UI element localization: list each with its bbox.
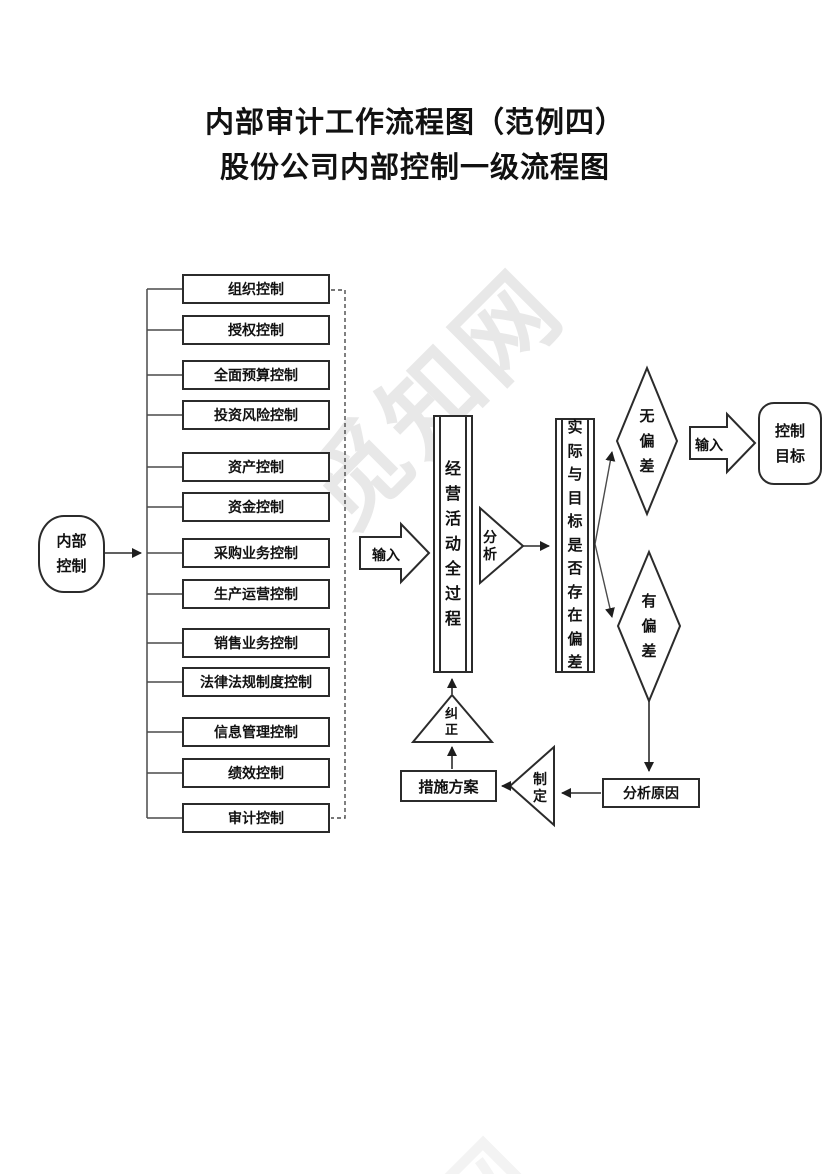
node-information-management-control: 信息管理控制: [182, 717, 330, 747]
node-production-operation-control: 生产运营控制: [182, 579, 330, 609]
node-legal-regulation-control: 法律法规制度控制: [182, 667, 330, 697]
node-sales-control: 销售业务控制: [182, 628, 330, 658]
node-performance-control: 绩效控制: [182, 758, 330, 788]
node-internal-control-label: 内部控制: [56, 533, 87, 575]
node-analyze-reason: 分析原因: [602, 778, 700, 808]
node-procurement-control: 采购业务控制: [182, 538, 330, 568]
node-asset-control: 资产控制: [182, 452, 330, 482]
node-investment-risk-control: 投资风险控制: [182, 400, 330, 430]
node-authorization-control: 授权控制: [182, 315, 330, 345]
node-fund-control: 资金控制: [182, 492, 330, 522]
node-measure-plan: 措施方案: [400, 770, 497, 802]
node-budget-control: 全面预算控制: [182, 360, 330, 390]
correct-label: 纠正: [444, 706, 458, 737]
node-internal-control: 内部控制: [38, 515, 105, 593]
node-business-activity-process-label: 经营活动全过程: [444, 460, 461, 628]
node-has-deviation: 有偏差: [641, 593, 657, 660]
analyze-label: 分析: [483, 529, 497, 562]
input-arrow-label-2: 输入: [695, 437, 723, 453]
node-control-goal: 控制目标: [758, 402, 822, 485]
node-organization-control: 组织控制: [182, 274, 330, 304]
document-title-line2: 股份公司内部控制一级流程图: [219, 152, 610, 184]
node-deviation-judgement: 实际与目标是否存在偏差: [555, 418, 595, 673]
node-business-activity-process: 经营活动全过程: [433, 415, 473, 673]
formulate-label: 制定: [533, 771, 547, 804]
document-title-line1: 内部审计工作流程图（范例四）: [204, 107, 625, 139]
node-audit-control: 审计控制: [182, 803, 330, 833]
node-deviation-judgement-label: 实际与目标是否存在偏差: [567, 419, 583, 672]
node-no-deviation: 无偏差: [639, 408, 655, 475]
input-arrow-label-1: 输入: [372, 547, 400, 563]
node-control-goal-label: 控制目标: [774, 422, 805, 465]
